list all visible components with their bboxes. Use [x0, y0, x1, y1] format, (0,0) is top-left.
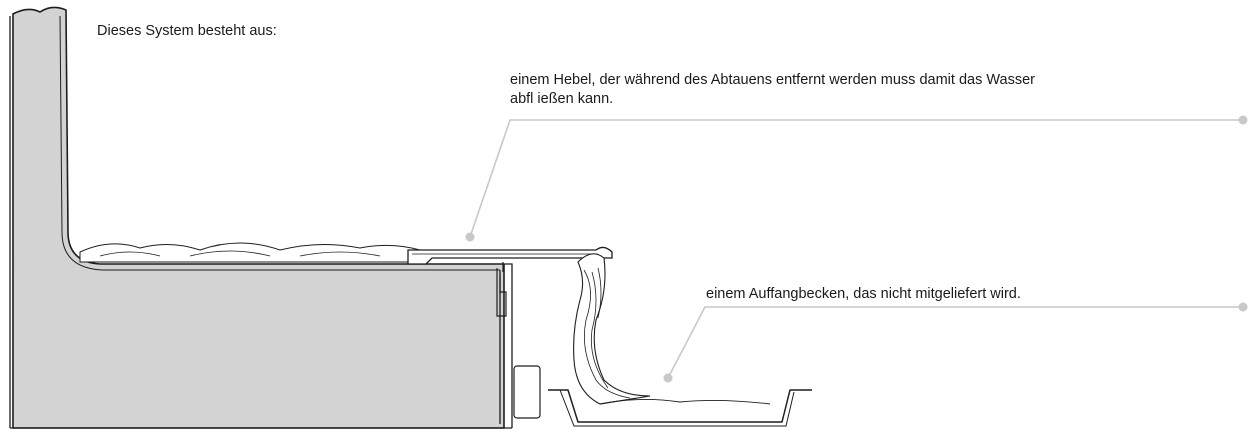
leader-dot-basin-start — [663, 373, 673, 383]
callout-lever-line1: einem Hebel, der während des Abtauens en… — [510, 72, 1035, 88]
water-stream — [573, 253, 651, 405]
appliance-body-shape — [12, 6, 505, 429]
callout-leaders — [465, 115, 1248, 383]
catch-basin-shape — [548, 389, 812, 423]
base-lip — [9, 16, 512, 429]
callout-basin-text: einem Auffangbecken, das nicht mitgelief… — [706, 286, 1021, 302]
leader-dot-lever-end — [1238, 115, 1248, 125]
drain-block — [513, 365, 541, 419]
clip-detail — [496, 262, 507, 317]
water-stream-outline — [573, 253, 651, 405]
leader-line-lever — [469, 119, 1243, 238]
leader-dot-lever-start — [465, 232, 475, 242]
intro-text: Dieses System besteht aus: — [97, 23, 277, 39]
inner-wall-line — [59, 15, 500, 271]
lever — [407, 246, 613, 265]
leader-dot-basin-end — [1238, 302, 1248, 312]
water-stream-lines — [583, 267, 631, 399]
lever-shape — [407, 246, 613, 265]
callout-lever-line2: abfl ießen kann. — [510, 91, 613, 107]
catch-basin-inner — [559, 389, 795, 427]
collected-water — [599, 398, 771, 405]
ice-texture — [99, 250, 381, 257]
appliance-body — [9, 6, 541, 429]
catch-basin — [548, 389, 812, 427]
leader-line-basin — [667, 306, 1243, 379]
front-edge-profile — [499, 263, 513, 428]
